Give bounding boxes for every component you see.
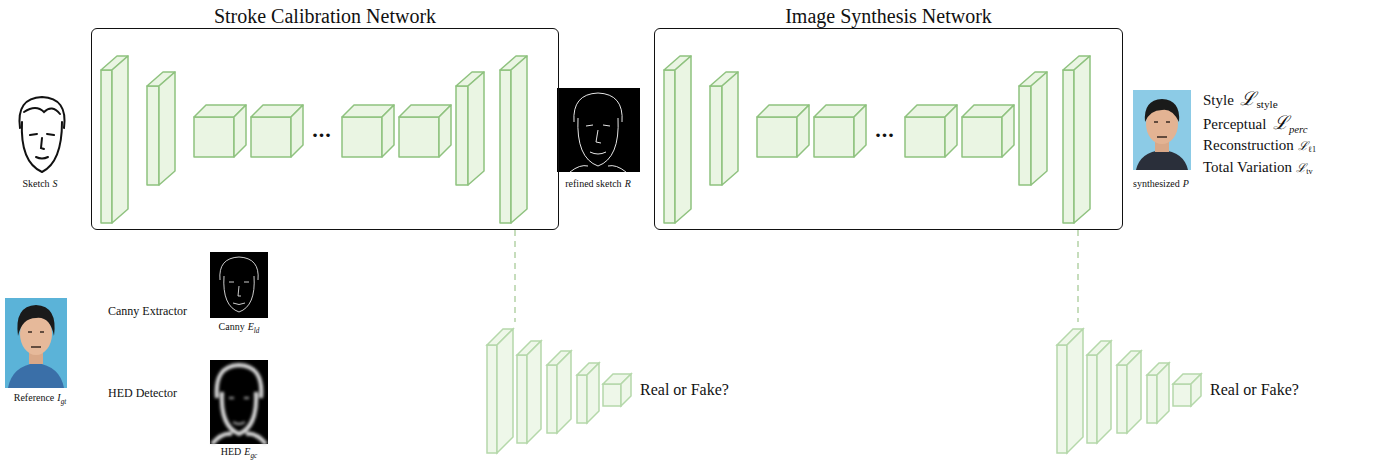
network-box: Stroke Calibration Network bbox=[91, 28, 559, 230]
ellipsis: ... bbox=[312, 117, 332, 142]
hed-image bbox=[210, 360, 268, 444]
label: S bbox=[53, 178, 58, 189]
subscript: gt bbox=[61, 398, 67, 406]
label: refined sketch bbox=[565, 178, 621, 189]
network-layers bbox=[101, 56, 527, 223]
label: E bbox=[244, 446, 250, 457]
label-group: refined sketch R bbox=[565, 178, 630, 190]
label: Style bbox=[1203, 92, 1234, 108]
subscript: perc bbox=[1289, 123, 1308, 135]
label: E bbox=[248, 321, 254, 332]
label-group: Canny Extractor bbox=[108, 304, 187, 318]
dashed-connector bbox=[1077, 230, 1079, 322]
label-group: Perceptual ℒperc bbox=[1203, 112, 1308, 136]
loss-symbol: ℒ bbox=[1298, 139, 1308, 153]
label: synthesized bbox=[1133, 178, 1180, 189]
discriminator-label: Real or Fake? bbox=[1210, 381, 1299, 399]
label-group: ReferenceIgt bbox=[14, 392, 66, 406]
reference-image bbox=[5, 298, 67, 388]
subscript: style bbox=[1256, 98, 1277, 110]
subscript: ld bbox=[254, 327, 260, 335]
discriminator-layers bbox=[1057, 329, 1201, 453]
label: Canny Extractor bbox=[108, 304, 187, 318]
network-title: Stroke Calibration Network bbox=[92, 5, 558, 28]
subscript: tv bbox=[1306, 167, 1312, 176]
label-group: synthesizedP bbox=[1133, 178, 1189, 190]
network-box: Image Synthesis Network bbox=[654, 28, 1123, 230]
dashed-connector bbox=[514, 230, 516, 322]
label-group: HED Detector bbox=[108, 386, 177, 400]
label: Sketch bbox=[22, 178, 49, 189]
label-group: Style ℒstyle bbox=[1203, 88, 1278, 112]
label-group: CannyEld bbox=[219, 321, 260, 335]
label: HED Detector bbox=[108, 386, 177, 400]
synthesized-image bbox=[1133, 90, 1191, 170]
label: HED bbox=[221, 446, 242, 457]
subscript: gc bbox=[250, 452, 257, 460]
loss-symbol: ℒ bbox=[1273, 112, 1289, 133]
label-group: Reconstruction ℒℓ1 bbox=[1203, 136, 1316, 155]
discriminator-label: Real or Fake? bbox=[640, 381, 729, 399]
subscript: ℓ1 bbox=[1308, 145, 1316, 154]
canny-image bbox=[210, 252, 268, 318]
loss-symbol: ℒ bbox=[1296, 161, 1306, 175]
label-group: ... bbox=[875, 117, 895, 143]
label: Perceptual bbox=[1203, 116, 1266, 132]
label: Reconstruction bbox=[1203, 137, 1294, 153]
label: Reference bbox=[14, 392, 55, 403]
label: Canny bbox=[219, 321, 245, 332]
ellipsis: ... bbox=[875, 117, 895, 142]
sketch-image bbox=[19, 97, 64, 172]
label-group: ... bbox=[312, 117, 332, 143]
network-layers bbox=[664, 56, 1090, 223]
discriminator: Real or Fake? bbox=[1052, 322, 1305, 458]
label: P bbox=[1183, 178, 1189, 189]
refined-sketch-image bbox=[557, 88, 640, 172]
label: R bbox=[625, 178, 631, 189]
loss-symbol: ℒ bbox=[1240, 88, 1256, 109]
label-group: HEDEgc bbox=[221, 446, 257, 460]
label-group: Total Variation ℒtv bbox=[1203, 158, 1313, 177]
label: Total Variation bbox=[1203, 159, 1292, 175]
label: I bbox=[57, 392, 60, 403]
label-group: Sketch S bbox=[22, 178, 57, 190]
discriminator-layers bbox=[487, 329, 631, 453]
discriminator: Real or Fake? bbox=[482, 322, 735, 458]
network-title: Image Synthesis Network bbox=[655, 5, 1122, 28]
